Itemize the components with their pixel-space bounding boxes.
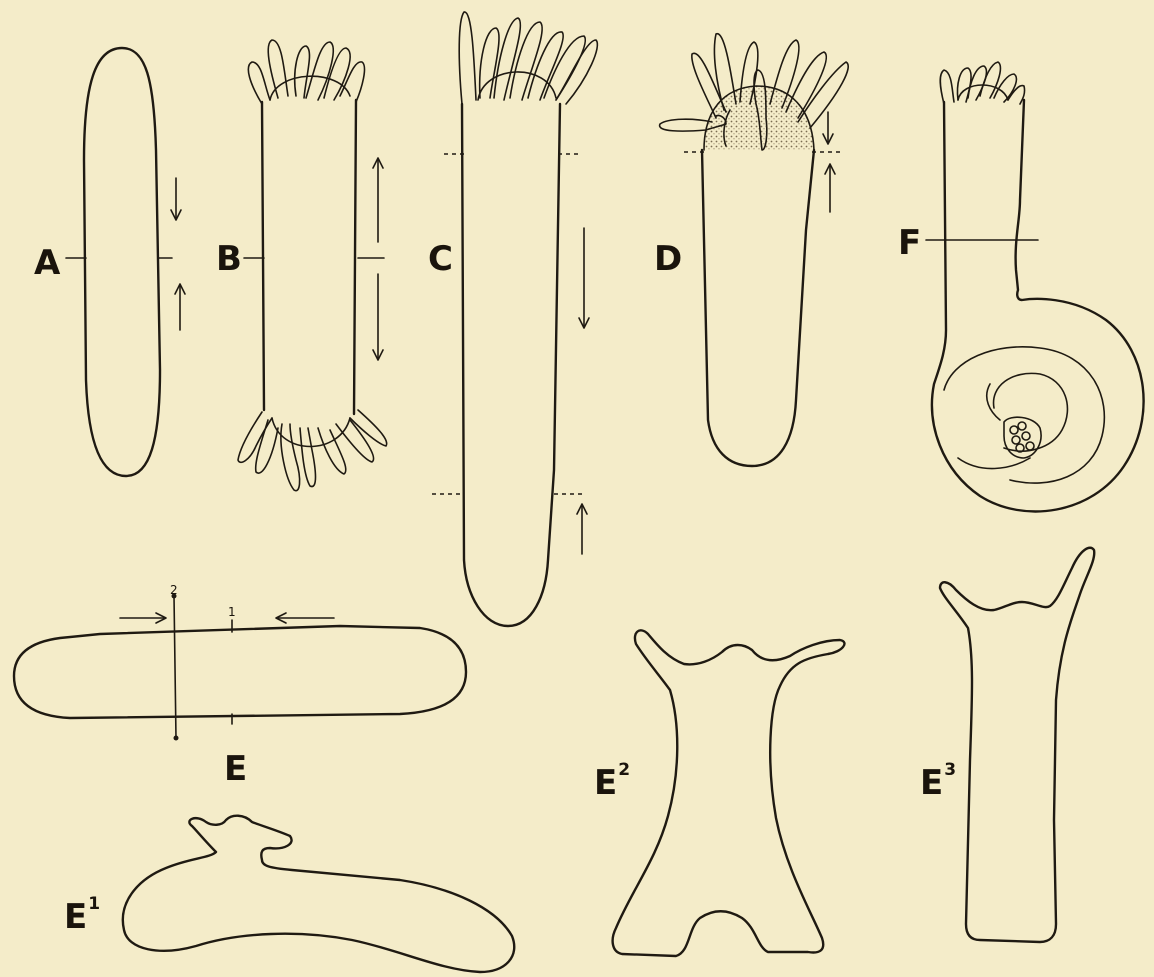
panel-label-f: F bbox=[898, 226, 921, 260]
panel-label-e3-sup: 3 bbox=[944, 760, 956, 780]
panel-label-a: A bbox=[34, 246, 60, 280]
oral-dome-b-top bbox=[270, 76, 350, 100]
body-outline-f bbox=[932, 100, 1144, 511]
drawing-f bbox=[926, 62, 1144, 511]
body-outline-e bbox=[14, 626, 466, 718]
panel-label-e1: E1 bbox=[64, 900, 100, 934]
body-outline-e1 bbox=[123, 816, 514, 972]
drawing-e bbox=[14, 594, 466, 741]
panel-label-e3: E3 bbox=[920, 766, 956, 800]
drawing-e2 bbox=[613, 630, 845, 956]
panel-label-e2: E2 bbox=[594, 766, 630, 800]
tentacles-b-bottom bbox=[238, 410, 387, 491]
drawing-e3 bbox=[940, 548, 1094, 942]
panel-label-e1-sup: 1 bbox=[88, 894, 100, 914]
egg-cluster-f bbox=[1004, 417, 1041, 458]
drawing-b bbox=[238, 40, 387, 491]
tentacles-c bbox=[459, 12, 597, 104]
panel-label-e2-sup: 2 bbox=[618, 760, 630, 780]
tentacles-f bbox=[940, 62, 1024, 104]
body-outline-d bbox=[702, 150, 814, 466]
tentacles-b-top bbox=[248, 40, 364, 104]
drawing-a bbox=[66, 48, 185, 476]
panel-label-e: E bbox=[224, 752, 247, 786]
body-outline-b bbox=[262, 100, 356, 414]
drawing-e1 bbox=[123, 816, 514, 972]
coil-inner-f bbox=[944, 347, 1104, 483]
drawing-d bbox=[660, 34, 849, 466]
body-outline-c bbox=[462, 104, 560, 626]
panel-label-b: B bbox=[216, 242, 242, 276]
cut-number-e-2-top: 2 bbox=[170, 584, 178, 596]
panel-label-c: C bbox=[428, 242, 453, 276]
body-outline-a bbox=[84, 48, 160, 476]
body-outline-e3 bbox=[940, 548, 1094, 942]
cut-dot-e-bottom bbox=[174, 736, 179, 741]
panel-label-d: D bbox=[654, 242, 682, 276]
body-outline-e2 bbox=[613, 630, 845, 956]
cut-number-e-1: 1 bbox=[228, 606, 236, 618]
drawing-c bbox=[432, 12, 597, 626]
